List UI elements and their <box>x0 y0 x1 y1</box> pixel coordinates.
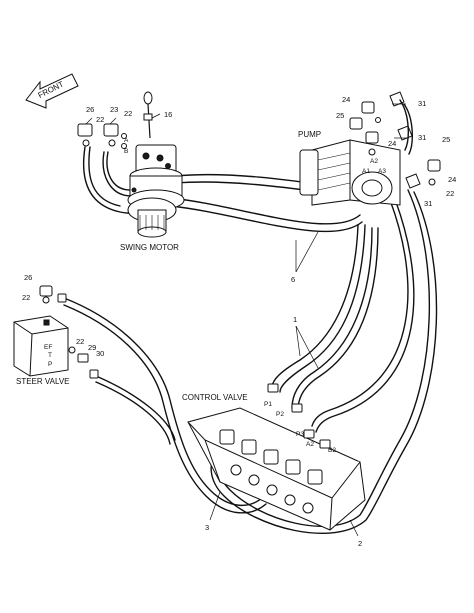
cv-port-a2: A2 <box>306 441 314 448</box>
motor-port-a: A <box>124 137 129 144</box>
control-valve-label: CONTROL VALVE <box>182 393 248 402</box>
cv-port-p1: P1 <box>264 401 272 408</box>
callout-22-steer-mid: 22 <box>76 337 84 346</box>
callout-25-pump: 25 <box>336 111 344 120</box>
callout-25-right: 25 <box>442 135 450 144</box>
callout-29: 29 <box>88 343 96 352</box>
leader-lines <box>85 103 408 537</box>
front-arrow: FRONT <box>25 73 79 109</box>
swing-motor: SWING MOTOR A B <box>120 137 185 252</box>
motor-port-b: B <box>124 148 128 155</box>
pump: PUMP A2 A1 A3 <box>298 130 401 206</box>
swing-motor-label: SWING MOTOR <box>120 243 179 252</box>
callouts: 1 2 3 6 16 22 22 23 26 24 31 25 24 31 25… <box>22 95 456 548</box>
callout-31-mid: 31 <box>418 133 426 142</box>
callout-1: 1 <box>293 315 297 324</box>
callout-26-steer: 26 <box>24 273 32 282</box>
steer-valve-label: STEER VALVE <box>16 377 70 386</box>
callout-24-top: 24 <box>342 95 350 104</box>
steer-port-t: T <box>48 352 52 359</box>
callout-22-motor-a: 22 <box>124 109 132 118</box>
callout-31-top: 31 <box>418 99 426 108</box>
callout-16: 16 <box>164 110 172 119</box>
hose-1 <box>271 224 379 411</box>
callout-26-motor: 26 <box>86 105 94 114</box>
motor-fittings <box>77 123 127 149</box>
callout-2: 2 <box>358 539 362 548</box>
cv-port-p2: P2 <box>276 411 284 418</box>
hose-3 <box>63 297 267 514</box>
callout-23: 23 <box>110 105 118 114</box>
steer-valve: EF T P STEER VALVE <box>13 315 70 386</box>
pump-label: PUMP <box>298 130 321 139</box>
callout-3: 3 <box>205 523 209 532</box>
pump-fittings <box>349 91 441 189</box>
callout-24-mid: 24 <box>388 139 396 148</box>
pump-port-a2: A2 <box>370 158 378 165</box>
hose-2 <box>210 189 438 534</box>
cv-port-b2: B2 <box>328 447 336 454</box>
callout-30: 30 <box>96 349 104 358</box>
callout-22-motor-b: 22 <box>96 115 104 124</box>
steer-port-p: P <box>48 361 52 368</box>
callout-24-right: 24 <box>448 175 456 184</box>
steer-fittings <box>39 285 99 379</box>
control-valve: CONTROL VALVE P1 P2 P3 A2 B2 <box>182 383 366 531</box>
callout-22-pump: 22 <box>446 189 454 198</box>
cv-port-p3: P3 <box>296 431 304 438</box>
part-16 <box>143 91 153 139</box>
callout-6: 6 <box>291 275 295 284</box>
callout-31-bottom: 31 <box>424 199 432 208</box>
callout-22-steer-top: 22 <box>22 293 30 302</box>
steer-port-ef: EF <box>44 344 52 351</box>
pump-port-a1: A1 <box>362 168 370 175</box>
pump-port-a3: A3 <box>378 168 386 175</box>
